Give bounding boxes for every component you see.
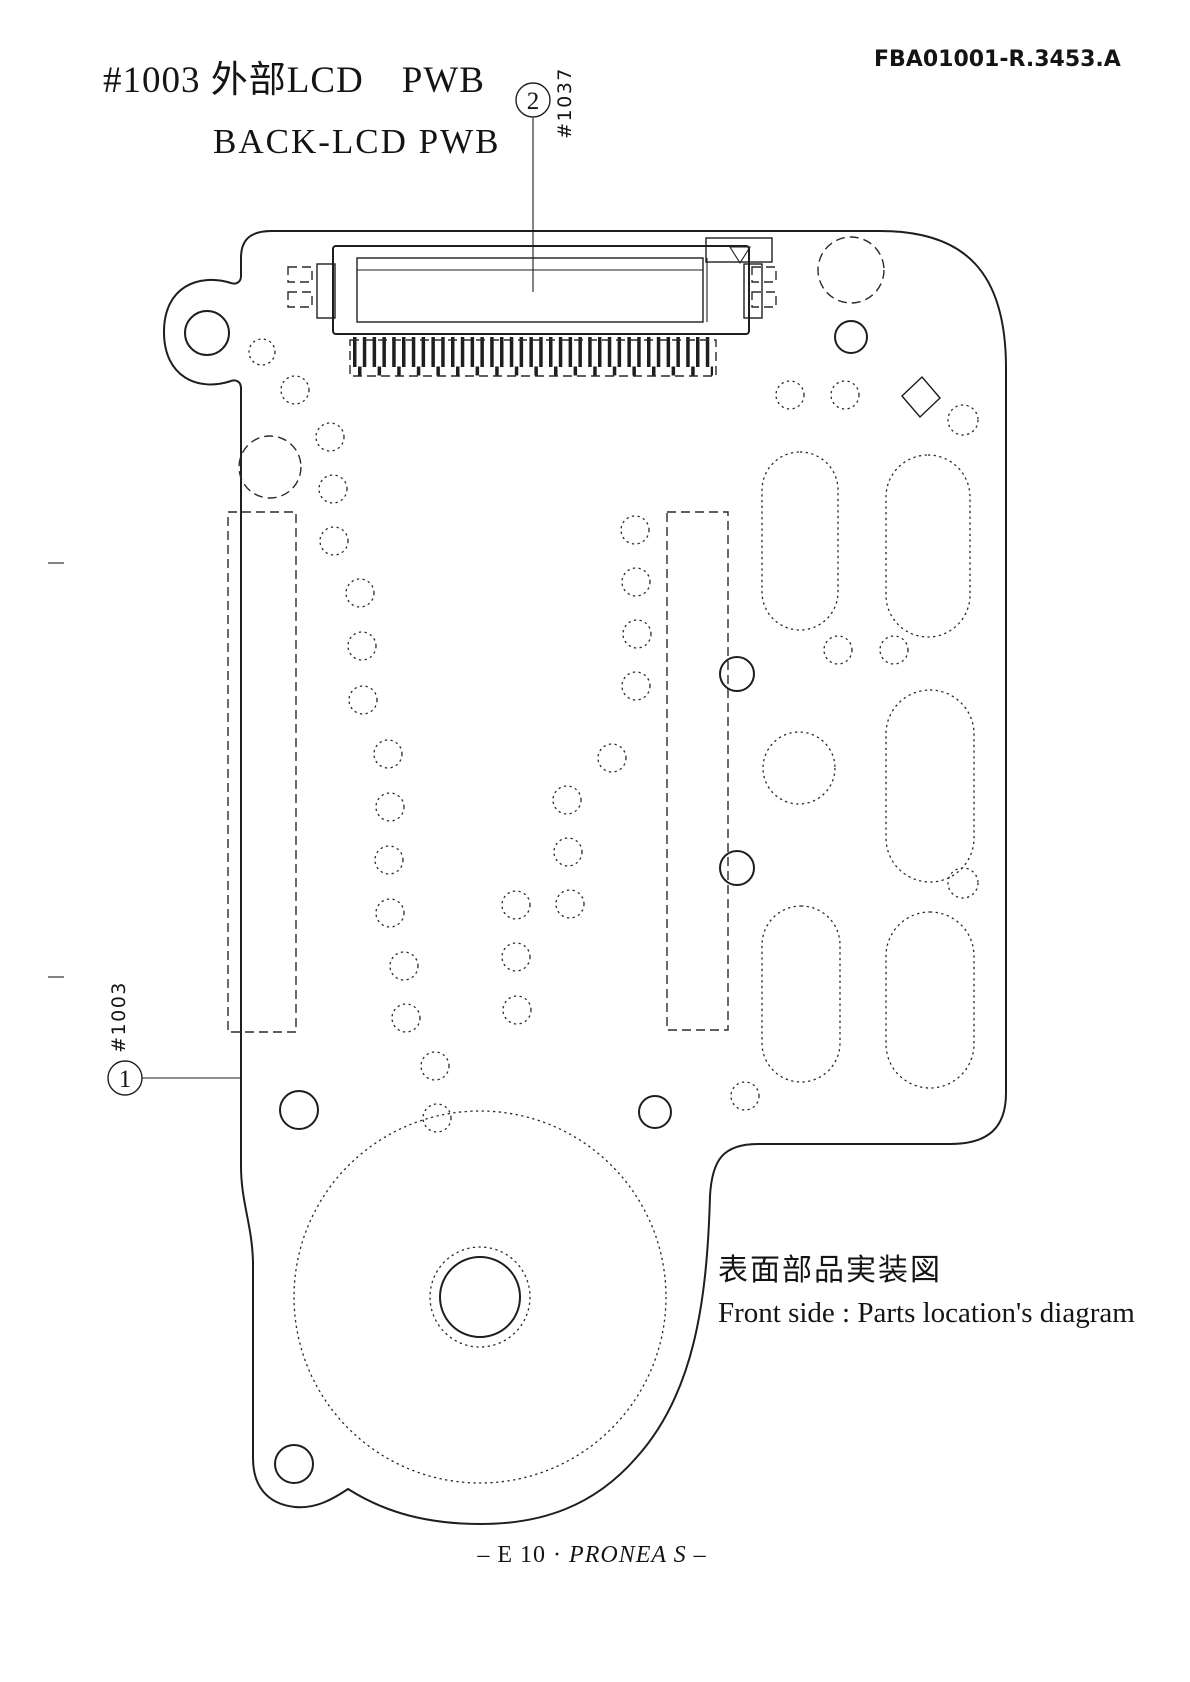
part-label-1003: #1003 [108, 981, 130, 1053]
pad [318, 474, 348, 504]
center-hole-ring [429, 1246, 531, 1348]
end-pad-dashed [287, 291, 313, 308]
footprint-stadium [885, 911, 975, 1089]
pad [373, 739, 403, 769]
dashed-footprints [227, 511, 729, 1033]
callout-2: 2 #1037 [515, 67, 576, 292]
pad [319, 526, 349, 556]
pad [315, 422, 345, 452]
pad [347, 631, 377, 661]
footprint-center-dashed [666, 511, 729, 1031]
caption-en: Front side : Parts location's diagram [718, 1297, 1135, 1329]
pad [622, 619, 652, 649]
pad [552, 785, 582, 815]
callout-2-number: 2 [527, 88, 540, 115]
connector-body [332, 245, 750, 335]
pad [348, 685, 378, 715]
motor-area [293, 1110, 667, 1484]
doc-number: FBA01001-R.3453.A [874, 47, 1121, 72]
page-subtitle: BACK-LCD PWB [213, 122, 501, 161]
footprint-left-dashed [227, 511, 297, 1033]
connector-slot [356, 257, 704, 323]
footprint-stadium [761, 905, 841, 1083]
footprint-circle [762, 731, 836, 805]
hole-lower-left [279, 1090, 319, 1130]
pad [389, 951, 419, 981]
pad [501, 890, 531, 920]
footprint-stadium [885, 454, 971, 638]
polarity-triangle-icon [729, 246, 751, 265]
footer-suffix: – [687, 1542, 707, 1568]
footer-model: PRONEA S [568, 1542, 687, 1568]
pad [947, 404, 979, 436]
pad [374, 845, 404, 875]
pad [775, 380, 805, 410]
callout-1: 1 #1003 [107, 981, 241, 1096]
pad [597, 743, 627, 773]
mounting-hole-ear [184, 310, 230, 356]
pad [621, 567, 651, 597]
board [162, 230, 1007, 1526]
hole-top-right [834, 320, 868, 354]
pad [947, 867, 979, 899]
part-label-1037: #1037 [554, 67, 576, 139]
component-pads [248, 338, 979, 1133]
pin-row-outline [349, 339, 717, 377]
pad [422, 1103, 452, 1133]
callout-2-bubble [515, 82, 551, 118]
pad [420, 1051, 450, 1081]
footprint-stadium [885, 689, 975, 883]
connector-1037 [287, 237, 777, 377]
pad [555, 889, 585, 919]
pad [248, 338, 276, 366]
pad [879, 635, 909, 665]
footer-prefix: – E 10 · [476, 1542, 569, 1568]
connector-latch-right [743, 263, 763, 319]
pad [621, 671, 651, 701]
end-pad-dashed [751, 266, 777, 283]
pad [375, 792, 405, 822]
pad [730, 1081, 760, 1111]
component-footprints [761, 375, 975, 1089]
pad [391, 1003, 421, 1033]
footprint-diode [901, 375, 941, 419]
motor-footprint-circle [293, 1110, 667, 1484]
connector-latch-left [316, 263, 336, 319]
dashed-circle-top-right [817, 236, 885, 304]
callout-1-bubble [107, 1060, 143, 1096]
end-pad-dashed [287, 266, 313, 283]
center-hole [439, 1256, 521, 1338]
footer-page-label: – E 10 · PRONEA S – [476, 1542, 706, 1568]
pad [345, 578, 375, 608]
pad [375, 898, 405, 928]
pad [553, 837, 583, 867]
board-outline [162, 230, 1007, 1526]
registration-marks [48, 562, 64, 978]
pad [502, 995, 532, 1025]
pad [620, 515, 650, 545]
footprint-stadium [761, 451, 839, 631]
pad [823, 635, 853, 665]
callout-1-number: 1 [119, 1066, 132, 1093]
hole-bottom-left [274, 1444, 314, 1484]
hole-lower-right [638, 1095, 672, 1129]
end-pad-dashed [751, 291, 777, 308]
pad [830, 380, 860, 410]
dashed-circle-left [238, 435, 302, 499]
hole-mid-lower [719, 850, 755, 886]
hole-mid-upper [719, 656, 755, 692]
caption-jp: 表面部品実装図 [718, 1254, 942, 1287]
pad [501, 942, 531, 972]
pad [280, 375, 310, 405]
page-title: #1003 外部LCD PWB [103, 59, 485, 101]
connector-tab [705, 237, 773, 263]
